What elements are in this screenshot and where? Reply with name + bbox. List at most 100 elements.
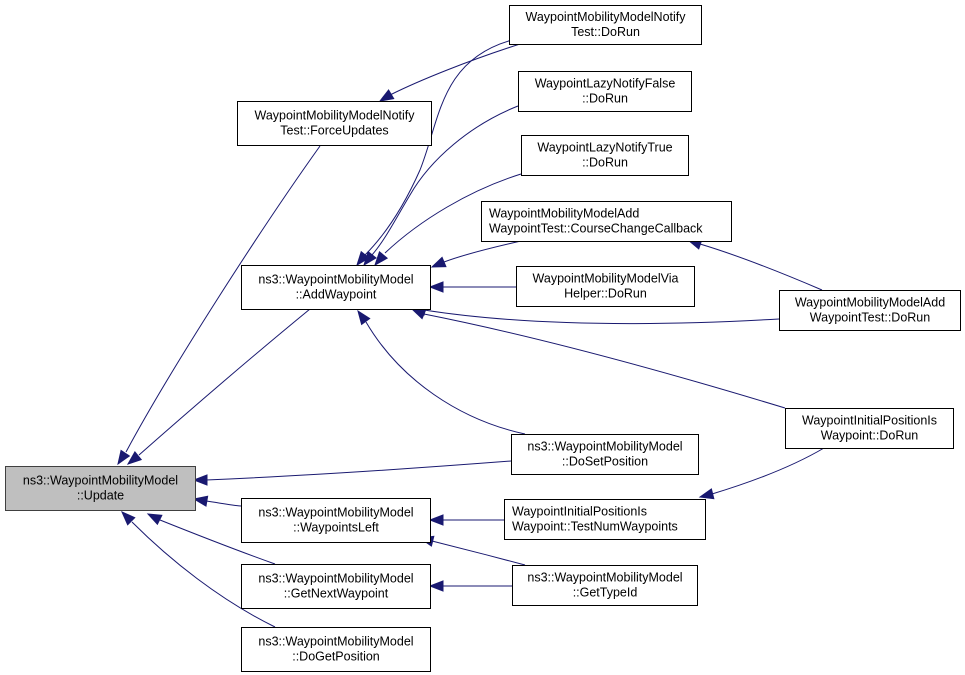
arrowhead-icon [356,250,370,267]
edge-lazyfalse_dorun-to-addwaypoint [363,105,519,267]
edge-line [205,500,242,507]
node-box [511,434,699,475]
node-label-line: Test::DoRun [571,25,640,39]
arrowhead-icon [192,474,208,486]
node-label-line: WaypointMobilityModelAdd [489,207,639,221]
edge-line [431,540,526,566]
arrowhead-icon [146,513,163,526]
arrowhead-icon [117,449,131,466]
node-box [241,265,431,310]
arrowhead-icon [363,250,377,267]
edge-line [138,308,311,456]
node-label-line: ::DoRun [582,156,628,170]
edge-line [699,243,823,291]
node-label-line: WaypointMobilityModelNotify [254,109,415,123]
node-label-line: ::DoGetPosition [292,650,380,664]
edge-line [159,519,276,565]
arrowhead-icon [430,256,447,268]
node-box [512,565,698,606]
node-update[interactable]: ns3::WaypointMobilityModel::Update [5,466,196,511]
node-lazyfalse-dorun[interactable]: WaypointLazyNotifyFalse::DoRun [518,71,692,112]
edge-testnumwaypoints-to-waypointsleft [428,514,504,526]
arrowhead-icon [126,451,143,465]
edge-line [205,460,512,481]
node-label-line: ::Update [77,489,124,503]
arrowhead-icon [428,514,444,526]
arrowhead-icon [410,308,427,320]
node-label-line: ns3::WaypointMobilityModel [527,440,682,454]
node-label-line: ::AddWaypoint [296,288,377,302]
edge-line [125,145,321,453]
edge-line [371,105,519,256]
edge-line [364,39,513,256]
node-label-line: WaypointTest::DoRun [810,311,930,325]
node-label-line: Helper::DoRun [564,287,647,301]
node-box [509,5,702,45]
node-box [521,135,689,176]
arrowhead-icon [698,488,715,500]
edge-line [711,447,825,495]
arrowhead-icon [121,511,136,526]
node-label-line: WaypointMobilityModelVia [533,272,679,286]
node-label-line: Test::ForceUpdates [280,124,388,138]
node-box [779,290,961,331]
node-dosetposition[interactable]: ns3::WaypointMobilityModel::DoSetPositio… [511,434,699,475]
node-lazytrue-dorun[interactable]: WaypointLazyNotifyTrue::DoRun [521,135,689,176]
edge-addwaypoint-to-update [126,308,311,465]
node-box [504,499,706,540]
node-coursechange[interactable]: WaypointMobilityModelAddWaypointTest::Co… [481,201,732,242]
node-label-line: WaypointMobilityModelAdd [795,296,945,310]
arrowhead-icon [428,281,444,293]
node-label-line: ::WaypointsLeft [293,521,379,535]
node-addwaypointtest-dorun[interactable]: WaypointMobilityModelAddWaypointTest::Do… [779,290,961,331]
node-label-line: ::GetTypeId [573,586,638,600]
node-label-line: ::DoRun [582,92,628,106]
edge-line [389,43,521,96]
edge-dogetposition-to-update [121,511,276,628]
edge-dosetposition-to-addwaypoint [357,309,526,435]
node-label-line: ::GetNextWaypoint [284,587,389,601]
edge-viahelper_dorun-to-addwaypoint [428,281,516,293]
edge-coursechange-to-addwaypoint [430,240,522,268]
node-addwaypoint[interactable]: ns3::WaypointMobilityModel::AddWaypoint [241,265,431,310]
node-waypointsleft[interactable]: ns3::WaypointMobilityModel::WaypointsLef… [241,498,431,543]
node-box [481,201,732,242]
node-label-line: ::DoSetPosition [562,455,648,469]
node-dogetposition[interactable]: ns3::WaypointMobilityModel::DoGetPositio… [241,627,431,672]
arrowhead-icon [374,250,389,267]
arrowhead-icon [357,309,371,326]
node-label-line: ns3::WaypointMobilityModel [527,571,682,585]
node-getnextwaypoint[interactable]: ns3::WaypointMobilityModel::GetNextWaypo… [241,564,431,609]
node-label-line: ns3::WaypointMobilityModel [258,273,413,287]
edge-line [365,321,526,435]
node-label-line: WaypointInitialPositionIs [802,414,937,428]
node-label-line: WaypointInitialPositionIs [512,505,647,519]
edge-initialpos_dorun-to-testnumwaypoints [698,447,825,500]
arrowhead-icon [428,580,444,592]
node-label-line: Waypoint::TestNumWaypoints [512,520,678,534]
edge-lazytrue_dorun-to-addwaypoint [374,173,522,267]
nodes-layer: ns3::WaypointMobilityModel::UpdateWaypoi… [5,5,961,672]
node-testnumwaypoints[interactable]: WaypointInitialPositionIsWaypoint::TestN… [504,499,706,540]
node-forceupdates[interactable]: WaypointMobilityModelNotifyTest::ForceUp… [237,101,432,146]
edge-addwaypointtest_dorun-to-coursechange [686,238,823,291]
edge-notifytest_dorun-to-addwaypoint [356,39,513,267]
node-box [241,564,431,609]
node-label-line: ns3::WaypointMobilityModel [258,572,413,586]
edge-gettypeid-to-waypointsleft [418,535,526,566]
edge-notifytest_dorun-to-forceupdates [378,43,521,102]
edge-forceupdates-to-update [117,145,321,466]
node-box [518,71,692,112]
node-box [241,498,431,543]
edge-line [384,173,522,254]
edge-waypointsleft-to-update [192,495,242,507]
node-label-line: ns3::WaypointMobilityModel [258,506,413,520]
node-gettypeid[interactable]: ns3::WaypointMobilityModel::GetTypeId [512,565,698,606]
node-label-line: Waypoint::DoRun [821,429,919,443]
node-box [785,408,954,449]
edge-getnextwaypoint-to-update [146,513,276,565]
